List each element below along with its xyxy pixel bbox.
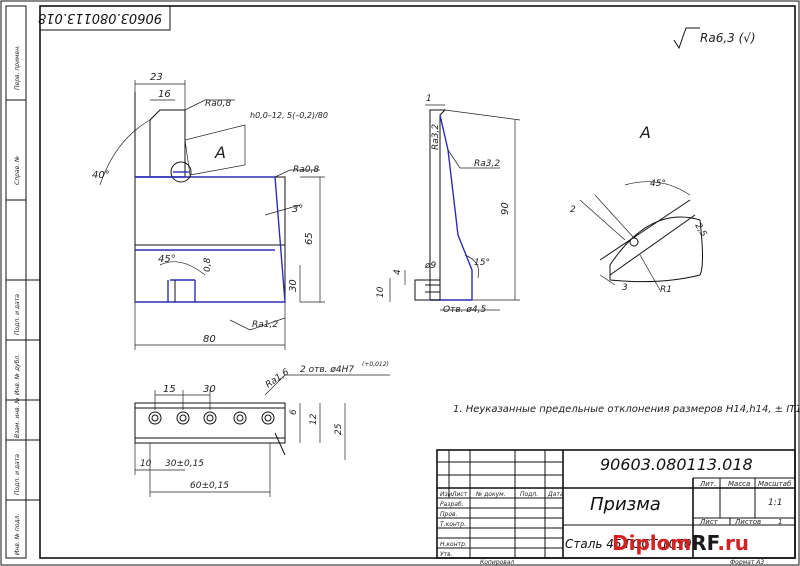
stamp-dup-inv: Инв. № дубл.	[14, 354, 21, 395]
detail-2: 2	[570, 205, 576, 215]
front-view	[99, 80, 325, 350]
lit-label: Лит.	[699, 480, 716, 488]
bottom-25: 25	[334, 423, 344, 435]
dim-d9: ø9	[424, 261, 437, 271]
ra32-a: Ra3,2	[431, 124, 441, 150]
bottom-holes: 2 отв. ø4H7	[300, 365, 354, 375]
dim-23: 23	[150, 72, 163, 83]
sheet-label: Лист	[699, 518, 719, 526]
stamp-sign-date-2: Подп. и дата	[14, 454, 21, 495]
dim-t1: 1	[426, 94, 432, 104]
detail-a-label: A	[639, 123, 651, 142]
stamp-orig-inv: Инв. № подл.	[14, 514, 21, 555]
doc-number-flipped: 90603.080113.018	[38, 10, 162, 25]
tb-col-sign: Подп.	[520, 491, 538, 498]
dim-4: 4	[393, 269, 403, 275]
bottom-60: 60±0,15	[190, 481, 229, 491]
watermark: DiplomRF.ru	[612, 531, 749, 555]
mass-label: Масса	[728, 480, 750, 488]
tb-role-1: Пров.	[440, 511, 458, 518]
tol-note: h0,0–12, 5(–0,2)/80	[250, 111, 328, 120]
top-number-box	[39, 5, 171, 31]
bottom-15: 15	[163, 384, 176, 395]
dim-90: 90	[500, 202, 511, 215]
detail-3: 3	[622, 283, 628, 293]
tb-role-4: Н.контр.	[440, 541, 467, 548]
ra08-a: Ra0,8	[205, 99, 231, 109]
callout-a: A	[214, 143, 226, 162]
tb-role-5: Утв.	[440, 551, 453, 558]
bottom-12: 12	[309, 413, 319, 425]
bottom-holes-sup: (+0,012)	[362, 361, 389, 368]
detail-2-5: 2,5	[692, 222, 708, 240]
sheets-count: 1	[778, 518, 782, 526]
format-label: Формат А3	[730, 559, 764, 566]
dim-15deg: 15°	[474, 258, 490, 268]
title-block	[436, 449, 796, 559]
dim-08: 0,8	[203, 257, 213, 272]
dim-30: 30	[288, 279, 299, 292]
part-name: Призма	[590, 494, 661, 515]
dim-16: 16	[158, 89, 171, 100]
detail-r1: R1	[660, 285, 672, 295]
copied-label: Копировал	[480, 559, 514, 566]
bottom-ra16: Ra1,6	[264, 367, 291, 390]
stamp-repl-inv: Взам. инв. №	[14, 397, 21, 438]
hole-note: Отв. ø4,5	[443, 305, 486, 315]
sheets-label: Листов	[734, 518, 761, 526]
scale-value: 1:1	[768, 498, 782, 508]
scale-label: Масштаб	[758, 480, 792, 488]
title-doc-number: 90603.080113.018	[600, 455, 753, 474]
bottom-30tol: 30±0,15	[165, 459, 204, 469]
dim-65: 65	[304, 232, 315, 245]
tb-col-izm: Изм.	[440, 491, 454, 498]
watermark-part2: RF	[691, 531, 718, 555]
roughness-symbol	[673, 27, 700, 50]
ra12: Ra1,2	[252, 320, 278, 330]
tb-col-list: Лист	[451, 491, 468, 498]
dim-45deg: 45°	[158, 254, 176, 265]
inner-frame	[39, 5, 796, 559]
tb-role-0: Разраб.	[440, 501, 464, 508]
detail-45deg: 45°	[650, 179, 666, 189]
material: Сталь 45 ГОСТ 1050	[565, 537, 692, 551]
tb-role-2: Т.контр.	[440, 521, 466, 528]
bottom-6: 6	[289, 409, 299, 415]
side-view	[389, 104, 521, 311]
watermark-part3: .ru	[717, 531, 749, 555]
dim-80: 80	[203, 334, 216, 345]
watermark-part1: Diplom	[612, 531, 691, 555]
bottom-30: 30	[203, 384, 216, 395]
ra32-b: Ra3,2	[474, 159, 500, 169]
roughness-general: Ra6,3 (√)	[700, 31, 756, 45]
technical-note: 1. Неуказанные предельные отклонения раз…	[453, 404, 800, 415]
detail-a	[579, 181, 703, 291]
bottom-10: 10	[140, 459, 152, 469]
stamp-sign-date-1: Подп. и дата	[14, 294, 21, 335]
tb-col-doc: № докум.	[475, 491, 506, 498]
bottom-view	[134, 374, 390, 497]
ra08-b: Ra0,8	[293, 165, 319, 175]
dim-40deg: 40°	[92, 170, 110, 181]
stamp-first-use: Перв. примен.	[14, 45, 21, 90]
tb-col-date: Дата	[547, 491, 564, 498]
dim-3deg: 3°	[292, 204, 303, 215]
stamp-ref-no: Справ. №	[14, 156, 21, 185]
dim-10: 10	[376, 286, 386, 298]
